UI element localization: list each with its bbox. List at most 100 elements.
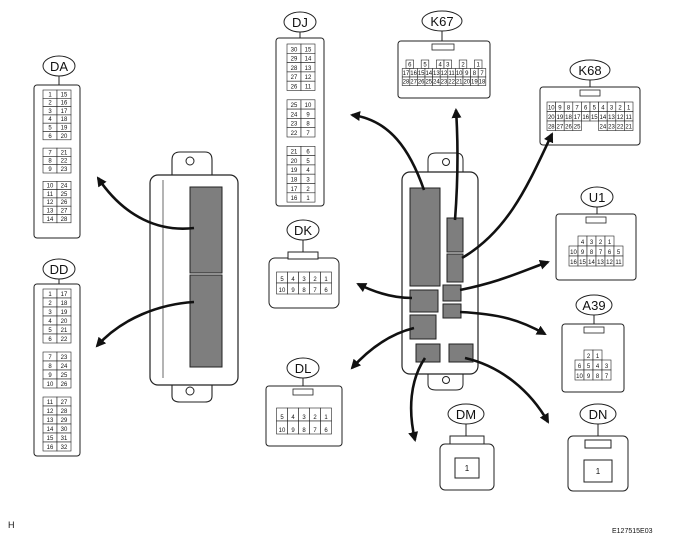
connector-dn-label: DN (589, 407, 608, 422)
pin-number: 3 (302, 277, 306, 283)
pin-number: 5 (48, 328, 52, 334)
left-ecu-connector-lower (189, 274, 223, 368)
pin-number: 15 (61, 92, 68, 98)
arrow-to-u1 (459, 259, 550, 292)
pin-number: 8 (48, 159, 52, 165)
pin-number: 7 (575, 106, 579, 112)
connector-dm-label: DM (456, 407, 476, 422)
pin-number: 3 (590, 240, 594, 246)
pin-number: 22 (617, 125, 624, 131)
pin-number: 11 (448, 71, 455, 77)
pin-number: 5 (587, 364, 591, 370)
pin-number: 23 (291, 122, 298, 128)
pin-number: 23 (608, 125, 615, 131)
pin-number: 25 (291, 103, 298, 109)
pin-number: 10 (279, 428, 286, 434)
pin-number: 9 (291, 428, 295, 434)
pin-number: 28 (61, 409, 68, 415)
pin-number: 1 (324, 415, 328, 421)
pin-number: 8 (302, 428, 306, 434)
pin-number: 8 (473, 71, 477, 77)
pin-number: 15 (418, 71, 425, 77)
pin-number: 1 (48, 292, 52, 298)
pin-number: 13 (47, 209, 54, 215)
pin-number: 1 (477, 63, 481, 69)
pin-number: 12 (441, 71, 448, 77)
pin-number: 12 (617, 115, 624, 121)
pin-number: 15 (305, 47, 312, 53)
pin-number: 24 (61, 184, 68, 190)
pin-number: 18 (479, 80, 486, 86)
pin-number: 16 (291, 196, 298, 202)
pin-number: 3 (605, 364, 609, 370)
pin-number: 3 (306, 178, 310, 184)
pin-number: 6 (324, 428, 328, 434)
pin-number: 9 (558, 106, 562, 112)
pin-number: 3 (48, 109, 52, 115)
pin-number: 12 (47, 409, 54, 415)
pin-number: 8 (596, 374, 600, 380)
pin-number: 26 (291, 85, 298, 91)
pin-number: 31 (61, 436, 68, 442)
connector-da-label: DA (50, 59, 68, 74)
pin-number: 29 (61, 418, 68, 424)
pin-cell (320, 282, 332, 295)
pin-number: 21 (625, 125, 632, 131)
pin-number: 24 (61, 364, 68, 370)
pin-cell (624, 120, 634, 131)
connector-dk-label: DK (294, 223, 312, 238)
pin-number: 28 (291, 66, 298, 72)
pin-cell (477, 76, 487, 86)
ecu-port-k67 (446, 217, 464, 253)
pin-number: 23 (61, 355, 68, 361)
pin-number: 13 (608, 115, 615, 121)
pin-number: 4 (48, 117, 52, 123)
pin-number: 11 (47, 192, 54, 198)
pin-number: 2 (599, 240, 603, 246)
connector-dm-pin: 1 (465, 464, 470, 473)
left-ecu-connector-upper (189, 186, 223, 274)
pin-number: 4 (596, 364, 600, 370)
pin-number: 9 (306, 112, 310, 118)
pin-number: 21 (456, 80, 463, 86)
pin-number: 1 (627, 106, 631, 112)
pin-number: 25 (61, 192, 68, 198)
pin-number: 11 (626, 115, 633, 121)
pin-number: 11 (305, 85, 312, 91)
pin-number: 32 (61, 445, 68, 451)
pin-number: 5 (48, 126, 52, 132)
pin-number: 17 (291, 187, 298, 193)
pin-number: 18 (291, 178, 298, 184)
pin-number: 23 (441, 80, 448, 86)
pin-cell (572, 120, 582, 131)
pin-number: 4 (48, 319, 52, 325)
pin-number: 25 (61, 373, 68, 379)
pin-number: 1 (48, 92, 52, 98)
pin-number: 22 (61, 337, 68, 343)
pin-cell (613, 255, 624, 267)
ecu-port-dk (409, 289, 439, 313)
pin-cell (56, 378, 72, 389)
pin-number: 8 (590, 250, 594, 256)
pin-number: 2 (48, 101, 52, 107)
pin-number: 4 (601, 106, 605, 112)
pin-number: 3 (610, 106, 614, 112)
pin-number: 8 (302, 288, 306, 294)
pin-number: 9 (581, 250, 585, 256)
pin-number: 21 (291, 150, 298, 156)
pin-number: 14 (47, 217, 54, 223)
pin-number: 26 (418, 80, 425, 86)
pin-number: 18 (61, 117, 68, 123)
pin-number: 4 (291, 415, 295, 421)
arrow-to-dk (356, 282, 413, 300)
pin-number: 24 (600, 125, 607, 131)
pin-number: 7 (313, 288, 317, 294)
pin-number: 21 (61, 150, 68, 156)
pin-number: 7 (48, 150, 52, 156)
pin-number: 27 (61, 400, 68, 406)
pin-number: 14 (425, 71, 432, 77)
